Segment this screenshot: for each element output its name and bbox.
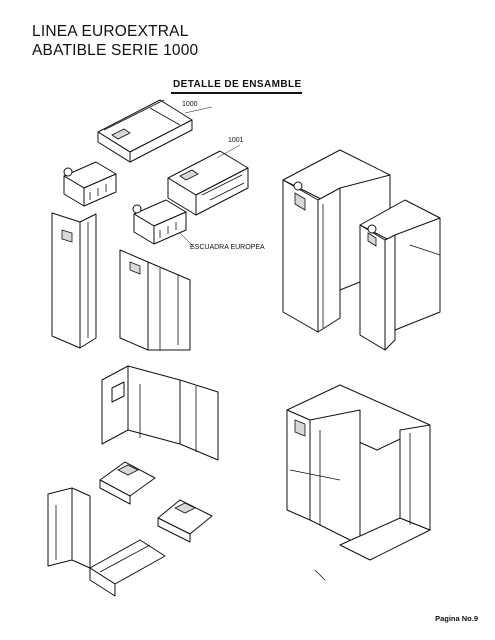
callout-1001: 1001 [228,137,244,144]
vertical-profile-right [119,249,191,351]
section-heading: DETALLE DE ENSAMBLE [173,79,302,90]
insert-piece-lower [157,499,213,543]
profile-sections-bottom-left [101,365,219,461]
title-line-2: ABATIBLE SERIE 1000 [32,42,199,59]
leader-1000 [184,106,213,114]
corner-bracket-lower [132,199,187,245]
profile-1000-drawing [97,99,193,163]
assembled-corner-small [359,199,441,351]
frame-profile-bottom [47,487,166,597]
insert-piece-upper [99,461,156,505]
assembled-frame-corner [286,384,431,581]
callout-1000: 1000 [182,101,198,108]
vertical-profile-left [51,212,97,349]
callout-escuadra-europea: ESCUADRA EUROPEA [190,244,265,251]
leader-1001 [216,144,241,159]
title-line-1: LINEA EUROEXTRAL [32,23,189,40]
corner-bracket-upper [63,161,117,207]
leader-escuadra [179,232,196,249]
page-number: Pagina No.9 [435,614,478,623]
document-title: LINEA EUROEXTRAL ABATIBLE SERIE 1000 [32,22,198,60]
profile-1001-drawing [167,150,249,216]
section-heading-underline [171,92,302,94]
